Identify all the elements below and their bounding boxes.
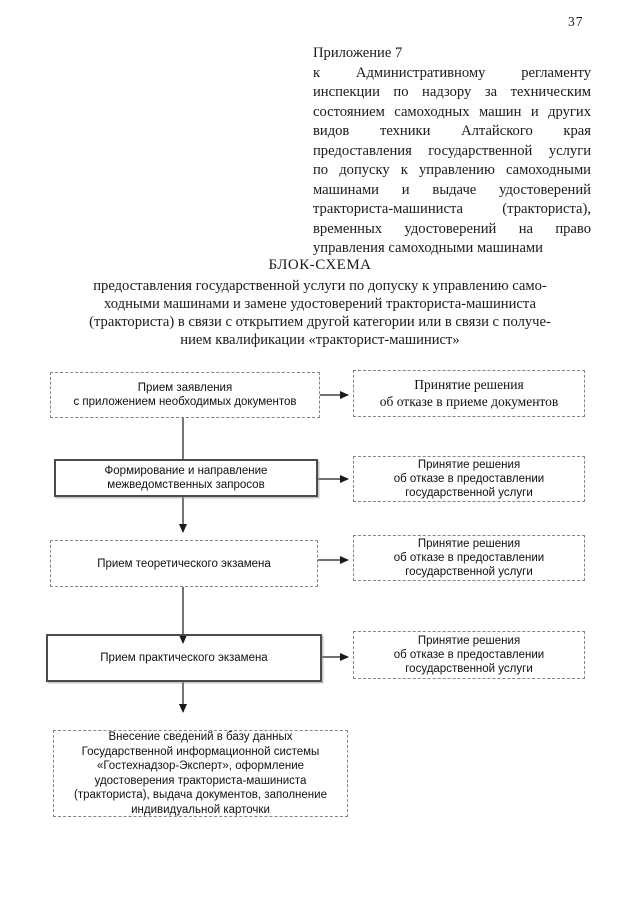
appendix-line: состоянием самоходных машин и других — [313, 103, 591, 120]
flow-outcome-line: об отказе в предоставлении — [393, 473, 545, 485]
flow-step-line: с приложением необходимых документов — [73, 396, 297, 408]
flow-step-line: Государственной информационной системы — [81, 745, 320, 758]
flow-outcome-line: Принятие решения — [417, 538, 521, 550]
flow-step-line: Формирование и направление — [104, 465, 268, 477]
appendix-line: предоставления государственной услуги — [313, 142, 591, 159]
flow-outcome-line: государственной услуги — [405, 663, 533, 675]
flow-step-1: Прием заявления с приложением необходимы… — [50, 372, 320, 418]
flow-outcome-line: Принятие решения — [417, 635, 521, 647]
flow-outcome-3: Принятие решения об отказе в предоставле… — [353, 535, 585, 581]
appendix-line: машинами и выдаче удостоверений — [313, 181, 591, 198]
flow-step-line: Внесение сведений в базу данных — [108, 731, 293, 743]
flow-outcome-line: об отказе в предоставлении — [393, 649, 545, 661]
appendix-line: управления самоходными машинами — [313, 240, 543, 256]
appendix-line: временных удостоверений на право — [313, 220, 591, 237]
flow-step-line: (тракториста), выдача документов, заполн… — [74, 789, 327, 801]
flow-step-line: индивидуальной карточки — [131, 803, 270, 816]
flow-outcome-line: государственной услуги — [405, 487, 533, 499]
schema-subtitle: предоставления государственной услуги по… — [15, 277, 625, 349]
appendix-line: видов техники Алтайского края — [313, 123, 591, 139]
schema-title: БЛОК-СХЕМА — [268, 257, 372, 273]
flow-step-line: «Гостехнадзор-Эксперт», оформление — [96, 760, 305, 772]
flow-step-line: Прием практического экзамена — [100, 652, 268, 664]
flow-step-4: Прием практического экзамена — [46, 634, 322, 682]
flow-outcome-line: об отказе в приеме документов — [379, 393, 559, 409]
flow-step-line: межведомственных запросов — [107, 479, 265, 491]
flow-step-line: удостоверения тракториста-машиниста — [94, 774, 307, 787]
flow-step-line: Прием теоретического экзамена — [97, 557, 271, 570]
flow-outcome-line: Принятие решения — [414, 377, 524, 392]
flow-outcome-line: государственной услуги — [405, 566, 533, 578]
appendix-line: по допуску к управлению самоходными — [313, 162, 591, 178]
flow-outcome-4: Принятие решения об отказе в предоставле… — [353, 631, 585, 679]
schema-subtitle-line: (тракториста) в связи с открытием другой… — [89, 314, 551, 330]
appendix-line: Приложение 7 — [313, 45, 403, 61]
appendix-header: Приложение 7 к Административному регламе… — [313, 44, 591, 259]
schema-subtitle-line: ходными машинами и замене удостоверений … — [104, 296, 536, 312]
schema-subtitle-line: предоставления государственной услуги по… — [93, 278, 547, 294]
flow-step-line: Прием заявления — [137, 382, 233, 394]
page-number: 37 — [568, 14, 584, 29]
appendix-line: к Административному регламенту — [313, 64, 591, 81]
schema-subtitle-line: нием квалификации «тракторист-машинист» — [180, 332, 460, 348]
flow-outcome-line: об отказе в предоставлении — [393, 552, 545, 564]
appendix-line: тракториста-машиниста (тракториста), — [313, 201, 591, 217]
flow-step-2: Формирование и направление межведомствен… — [54, 459, 318, 497]
flow-outcome-2: Принятие решения об отказе в предоставле… — [353, 456, 585, 502]
flow-step-5: Внесение сведений в базу данных Государс… — [53, 730, 348, 817]
flow-step-3: Прием теоретического экзамена — [50, 540, 318, 587]
flow-outcome-line: Принятие решения — [417, 459, 521, 471]
flow-outcome-1: Принятие решения об отказе в приеме доку… — [353, 370, 585, 417]
appendix-line: инспекции по надзору за техническим — [313, 84, 591, 100]
